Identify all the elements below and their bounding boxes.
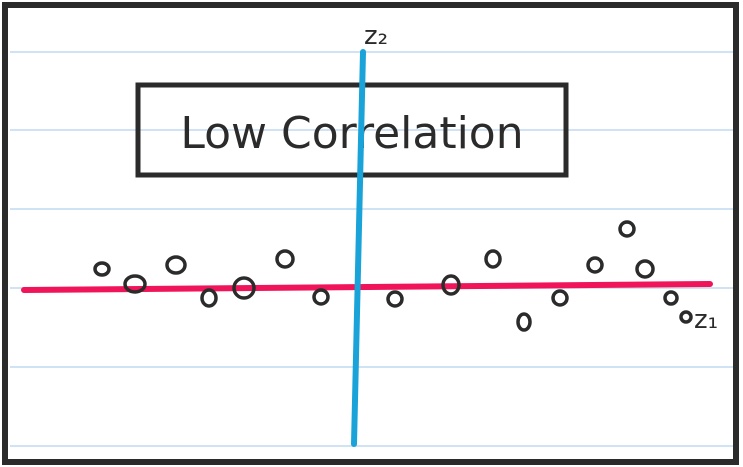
data-point <box>123 274 147 294</box>
data-point <box>275 249 295 269</box>
data-point <box>551 289 569 307</box>
data-point <box>516 312 532 332</box>
x-axis-label: z₁ <box>694 305 718 335</box>
title-box <box>135 82 569 178</box>
data-point <box>618 220 636 238</box>
data-point <box>200 288 218 308</box>
y-axis-line <box>351 49 366 447</box>
data-point <box>586 256 604 274</box>
data-point <box>93 261 111 277</box>
data-point <box>663 290 679 306</box>
data-points <box>93 220 693 332</box>
y-axis-label: z₂ <box>364 21 388 51</box>
diagram-title: Low Correlation <box>180 108 523 159</box>
data-point <box>484 249 502 269</box>
data-point <box>635 259 655 279</box>
data-point <box>386 290 404 308</box>
data-point <box>232 276 256 300</box>
data-point <box>312 288 330 306</box>
x-axis-line <box>21 281 713 293</box>
data-point <box>441 274 461 296</box>
data-point <box>679 310 693 324</box>
data-point <box>165 255 187 275</box>
